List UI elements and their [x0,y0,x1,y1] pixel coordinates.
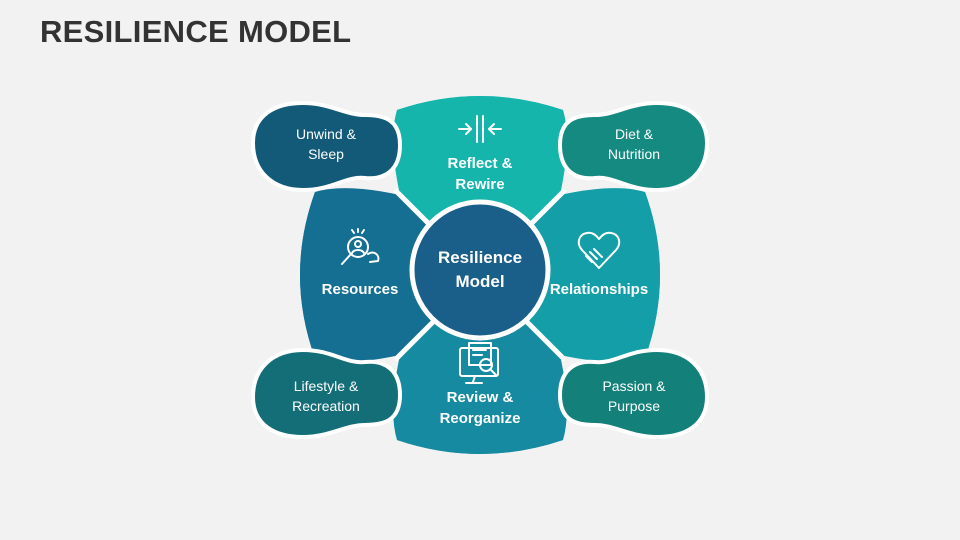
corner-label-unwind-sleep: Unwind & Sleep [296,126,356,162]
center-label-line2: Model [455,272,505,291]
handshake-heart-icon [577,231,621,269]
center-label-line1: Resilience [437,248,523,267]
person-magnifier-icon [341,228,380,265]
segment-label-reflect-rewire: Reflect & Rewire [447,155,513,193]
center-circle[interactable] [409,199,551,341]
page-title: RESILIENCE MODEL [40,14,352,49]
corner-lifestyle-recreation[interactable] [250,347,403,440]
segment-label-relationships: Relationships [549,280,649,298]
center-label: Resilience Model [420,240,540,300]
corner-diet-nutrition[interactable] [557,100,710,193]
segment-label-review-reorganize: Review & Reorganize [439,389,521,427]
corner-label-diet-nutrition: Diet & Nutrition [607,126,661,162]
segment-label-resources: Resources [321,280,399,298]
document-search-icon [459,342,499,384]
compress-arrows-icon [458,115,502,143]
corner-label-lifestyle-recreation: Lifestyle & Recreation [292,378,360,414]
corner-label-passion-purpose: Passion & Purpose [602,378,666,414]
corner-passion-purpose[interactable] [557,347,710,440]
corner-unwind-sleep[interactable] [250,100,403,193]
